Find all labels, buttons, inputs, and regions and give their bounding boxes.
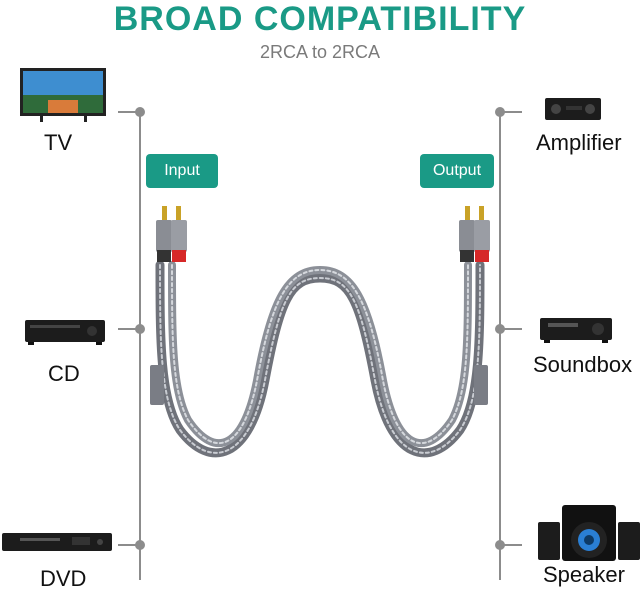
page-subtitle: 2RCA to 2RCA	[259, 42, 381, 62]
amplifier-icon	[545, 98, 601, 120]
cd-player-icon	[25, 320, 105, 345]
device-label-amplifier: Amplifier	[536, 130, 622, 155]
input-badge: Input	[146, 154, 218, 188]
output-badge: Output	[420, 154, 494, 188]
device-label-cd: CD	[48, 361, 80, 386]
device-label-tv: TV	[44, 130, 73, 155]
left-splitter	[150, 365, 164, 405]
left-rail	[118, 107, 145, 580]
device-label-dvd: DVD	[40, 566, 87, 591]
soundbox-icon	[540, 318, 612, 343]
rca-cable	[155, 260, 485, 458]
device-label-soundbox: Soundbox	[533, 352, 633, 377]
left-rca-plugs	[156, 206, 187, 262]
device-label-speaker: Speaker	[543, 562, 625, 587]
right-rail	[495, 107, 522, 580]
dvd-player-icon	[2, 533, 112, 551]
right-splitter	[474, 365, 488, 405]
tv-icon	[20, 68, 106, 122]
page-title: BROAD COMPATIBILITY	[113, 0, 527, 38]
speaker-icon	[538, 505, 640, 561]
right-rca-plugs	[459, 206, 490, 262]
